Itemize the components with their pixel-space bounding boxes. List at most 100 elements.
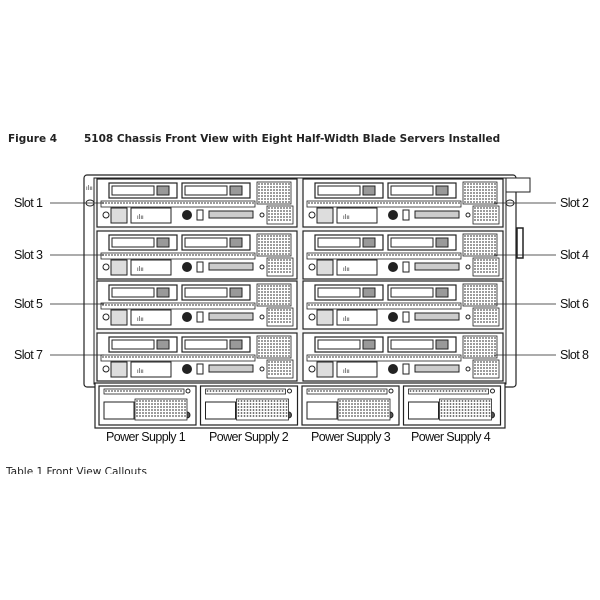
- vent-hole: [267, 250, 269, 252]
- vent-hole: [163, 409, 165, 411]
- vent-hole: [473, 238, 475, 240]
- vent-hole: [359, 356, 361, 358]
- vent-hole: [184, 409, 186, 411]
- vent-hole: [264, 346, 266, 348]
- vent-hole: [449, 406, 452, 408]
- vent-hole: [482, 415, 485, 417]
- vent-hole: [120, 254, 122, 256]
- vent-hole: [126, 254, 128, 256]
- vent-hole: [228, 356, 230, 358]
- vent-hole: [428, 304, 430, 306]
- vent-hole: [276, 340, 278, 342]
- vent-hole: [492, 367, 494, 369]
- vent-hole: [464, 400, 467, 402]
- vent-hole: [372, 400, 374, 402]
- vent-hole: [494, 195, 496, 197]
- vent-hole: [175, 412, 177, 414]
- vent-hole: [285, 355, 287, 357]
- vent-hole: [175, 415, 177, 417]
- vent-hole: [286, 265, 288, 267]
- vent-hole: [470, 415, 473, 417]
- vent-hole: [470, 294, 472, 296]
- vent-hole: [482, 288, 484, 290]
- vent-hole: [467, 343, 469, 345]
- vent-hole: [276, 235, 278, 237]
- vent-hole: [482, 355, 484, 357]
- vent-hole: [464, 183, 466, 185]
- vent-hole: [264, 300, 266, 302]
- vent-hole: [473, 192, 475, 194]
- vent-hole: [264, 195, 266, 197]
- vent-hole: [486, 309, 488, 311]
- vent-hole: [195, 254, 197, 256]
- vent-hole: [377, 390, 379, 392]
- vent-hole: [491, 253, 493, 255]
- vent-hole: [267, 412, 270, 414]
- vent-hole: [440, 412, 443, 414]
- vent-hole: [433, 390, 436, 392]
- vent-hole: [286, 373, 288, 375]
- vent-hole: [267, 288, 269, 290]
- vent-hole: [470, 241, 472, 243]
- vent-hole: [268, 265, 270, 267]
- vent-hole: [276, 189, 278, 191]
- vent-hole: [157, 415, 159, 417]
- vent-hole: [479, 300, 481, 302]
- vent-hole: [461, 409, 464, 411]
- vent-hole: [144, 202, 146, 204]
- vent-hole: [344, 254, 346, 256]
- vent-hole: [276, 337, 278, 339]
- vent-hole: [344, 356, 346, 358]
- vent-hole: [485, 343, 487, 345]
- vent-hole: [237, 415, 240, 417]
- vent-hole: [308, 254, 310, 256]
- vent-hole: [470, 297, 472, 299]
- vent-hole: [277, 321, 279, 323]
- console-port: [414, 364, 460, 373]
- vent-hole: [150, 390, 152, 392]
- vent-hole: [407, 202, 409, 204]
- vent-hole: [288, 192, 290, 194]
- vent-hole: [169, 412, 171, 414]
- vent-hole: [289, 271, 291, 273]
- vent-hole: [270, 235, 272, 237]
- vent-hole: [486, 213, 488, 215]
- vent-hole: [285, 400, 288, 402]
- vent-hole: [267, 415, 270, 417]
- vent-hole: [470, 346, 472, 348]
- vent-hole: [422, 304, 424, 306]
- vent-hole: [267, 337, 269, 339]
- vent-hole: [467, 195, 469, 197]
- vent-hole: [286, 361, 288, 363]
- vent-hole: [274, 312, 276, 314]
- vent-hole: [473, 250, 475, 252]
- vent-hole: [142, 412, 144, 414]
- vent-hole: [339, 409, 341, 411]
- vent-hole: [282, 235, 284, 237]
- vent-hole: [267, 340, 269, 342]
- vent-hole: [180, 390, 182, 392]
- vent-hole: [135, 356, 137, 358]
- vent-hole: [494, 241, 496, 243]
- psu-handle: [408, 401, 439, 420]
- vent-hole: [248, 390, 251, 392]
- vent-hole: [314, 254, 316, 256]
- vent-hole: [243, 409, 246, 411]
- vent-hole: [279, 201, 281, 203]
- vent-hole: [240, 415, 243, 417]
- vent-hole: [135, 202, 137, 204]
- vent-hole: [151, 409, 153, 411]
- vent-hole: [268, 315, 270, 317]
- ejector-screw: [308, 313, 316, 321]
- vent-hole: [264, 349, 266, 351]
- vent-hole: [479, 409, 482, 411]
- vent-hole: [348, 400, 350, 402]
- vent-hole: [467, 294, 469, 296]
- vent-hole: [446, 412, 449, 414]
- vent-hole: [177, 356, 179, 358]
- vent-hole: [439, 390, 442, 392]
- vent-hole: [473, 291, 475, 293]
- vent-hole: [477, 364, 479, 366]
- vent-hole: [489, 216, 491, 218]
- vent-hole: [387, 406, 389, 408]
